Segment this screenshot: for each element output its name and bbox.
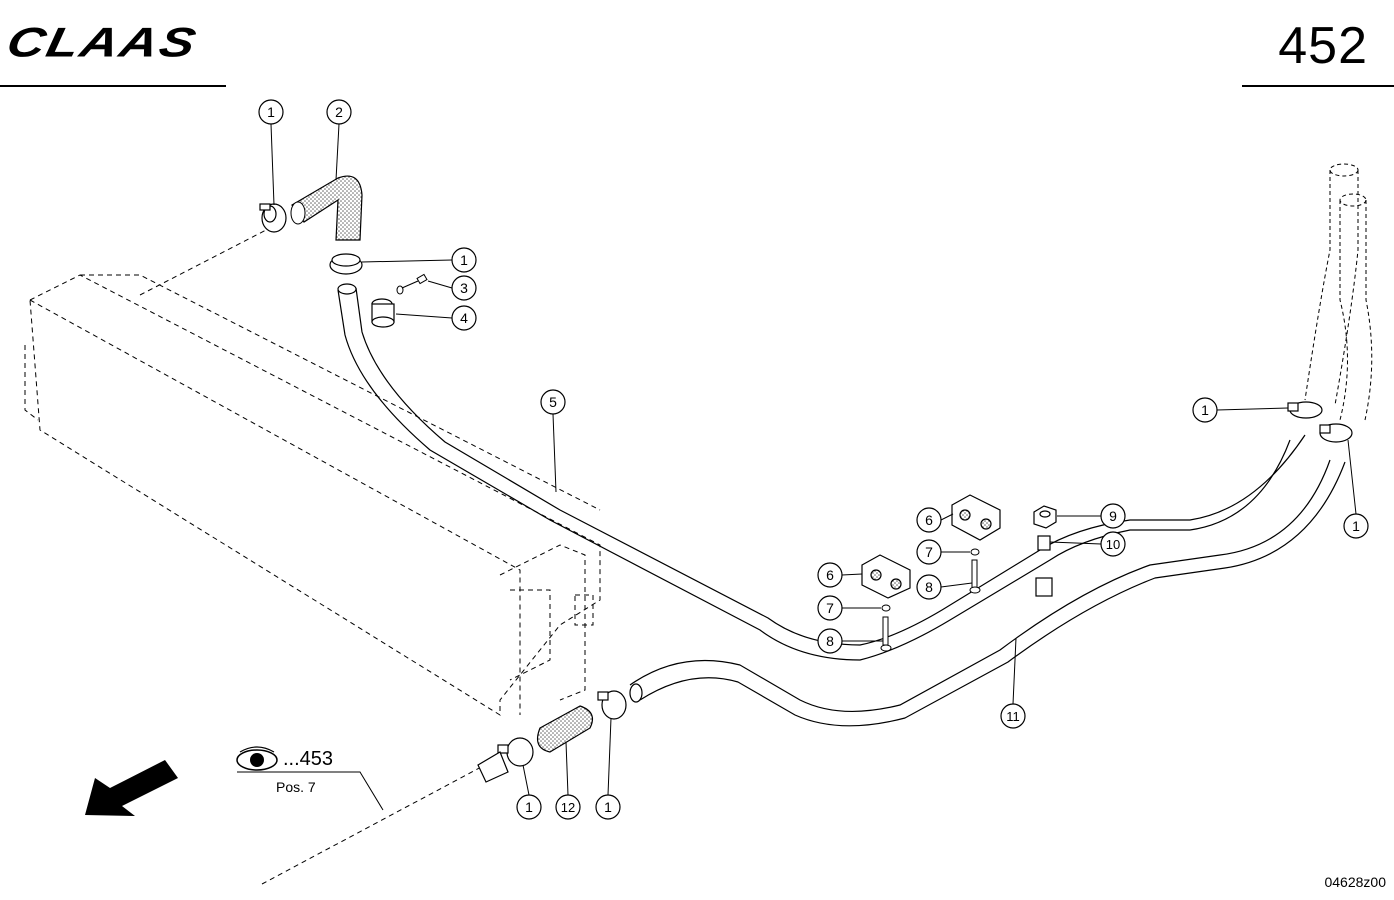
callout-label: 4 <box>460 310 468 326</box>
callout-c11[interactable]: 11 <box>1000 703 1026 729</box>
callout-label: 9 <box>1109 508 1117 524</box>
callout-c5[interactable]: 5 <box>540 389 566 415</box>
callout-c9[interactable]: 9 <box>1100 503 1126 529</box>
callout-label: 3 <box>460 280 468 296</box>
callout-circle <box>916 574 942 600</box>
callout-circle <box>1192 397 1218 423</box>
callout-circle <box>326 99 352 125</box>
callout-circle <box>916 507 942 533</box>
direction-arrow-icon <box>85 760 178 816</box>
callout-circle <box>817 595 843 621</box>
cooler-unit <box>24 227 601 716</box>
callout-c7b[interactable]: 7 <box>817 595 843 621</box>
callout-label: 7 <box>826 600 834 616</box>
callout-c7a[interactable]: 7 <box>916 539 942 565</box>
callout-circle <box>1000 703 1026 729</box>
fitting <box>1035 535 1053 597</box>
callout-label: 7 <box>925 544 933 560</box>
callout-circle <box>1343 513 1369 539</box>
page-number: 452 <box>1278 17 1368 75</box>
callout-c1f[interactable]: 1 <box>595 794 621 820</box>
hose-short <box>537 705 593 753</box>
callout-c1c[interactable]: 1 <box>1192 397 1218 423</box>
callout-label: 10 <box>1106 537 1120 552</box>
clamp-block-lower <box>861 554 911 599</box>
hose-clamp-right-upper <box>1287 401 1323 419</box>
callout-circle <box>916 539 942 565</box>
drawing-id: 04628z00 <box>1324 874 1386 890</box>
callout-c6b[interactable]: 6 <box>817 562 843 588</box>
callout-circle <box>451 305 477 331</box>
callout-label: 6 <box>925 512 933 528</box>
grommet-plug <box>371 298 395 328</box>
hoses-upper-right <box>1304 163 1373 421</box>
reference-leader <box>237 771 384 811</box>
pipe-lower <box>629 459 1346 727</box>
nut <box>1033 505 1057 529</box>
callout-label: 8 <box>925 579 933 595</box>
callout-c6a[interactable]: 6 <box>916 507 942 533</box>
callout-circle <box>451 247 477 273</box>
callout-c1d[interactable]: 1 <box>1343 513 1369 539</box>
callout-circle <box>516 794 542 820</box>
callout-circle <box>258 99 284 125</box>
clamp-block-upper <box>951 494 1001 541</box>
callout-label: 1 <box>1201 402 1209 418</box>
callout-leaders <box>270 123 1357 796</box>
hose-clamp-lower-right <box>597 690 627 720</box>
view-reference-eye-icon <box>236 746 278 771</box>
hose-clamp-lower-left <box>477 737 534 783</box>
callout-circle <box>540 389 566 415</box>
callout-c1b[interactable]: 1 <box>451 247 477 273</box>
callout-c8a[interactable]: 8 <box>916 574 942 600</box>
hose-elbow <box>290 175 363 241</box>
callout-label: 12 <box>561 800 575 815</box>
screw-and-washer <box>396 273 428 295</box>
callout-circle <box>595 794 621 820</box>
callout-circle <box>817 628 843 654</box>
callout-label: 1 <box>460 252 468 268</box>
callout-circle <box>1100 503 1126 529</box>
callout-label: 5 <box>549 394 557 410</box>
hose-clamp-top-center <box>329 253 363 275</box>
callout-c10[interactable]: 10 <box>1100 531 1126 557</box>
callout-label: 11 <box>1006 709 1020 724</box>
callout-circle <box>817 562 843 588</box>
hose-clamp-top-left <box>259 203 287 233</box>
connection-leader-lower <box>261 764 486 885</box>
callout-c1e[interactable]: 1 <box>516 794 542 820</box>
callout-label: 8 <box>826 633 834 649</box>
bolt-upper <box>969 548 981 594</box>
callout-label: 1 <box>1352 518 1360 534</box>
reference-page[interactable]: ...453 <box>283 748 334 770</box>
callout-c4[interactable]: 4 <box>451 305 477 331</box>
hose-clamp-right-lower <box>1319 423 1353 443</box>
reference-position: Pos. 7 <box>276 779 316 795</box>
bolt-lower <box>880 604 892 652</box>
callout-circle <box>451 275 477 301</box>
callout-c2[interactable]: 2 <box>326 99 352 125</box>
callout-label: 1 <box>267 104 275 120</box>
callout-c1a[interactable]: 1 <box>258 99 284 125</box>
brand-logo: CLAAS <box>2 19 202 67</box>
callout-c12[interactable]: 12 <box>555 794 581 820</box>
pipe-long <box>337 283 1306 661</box>
callout-c8b[interactable]: 8 <box>817 628 843 654</box>
callout-label: 2 <box>335 104 343 120</box>
callout-label: 1 <box>604 799 612 815</box>
callout-label: 6 <box>826 567 834 583</box>
callout-label: 1 <box>525 799 533 815</box>
callout-circle <box>1100 531 1126 557</box>
callout-c3[interactable]: 3 <box>451 275 477 301</box>
callout-circle <box>555 794 581 820</box>
